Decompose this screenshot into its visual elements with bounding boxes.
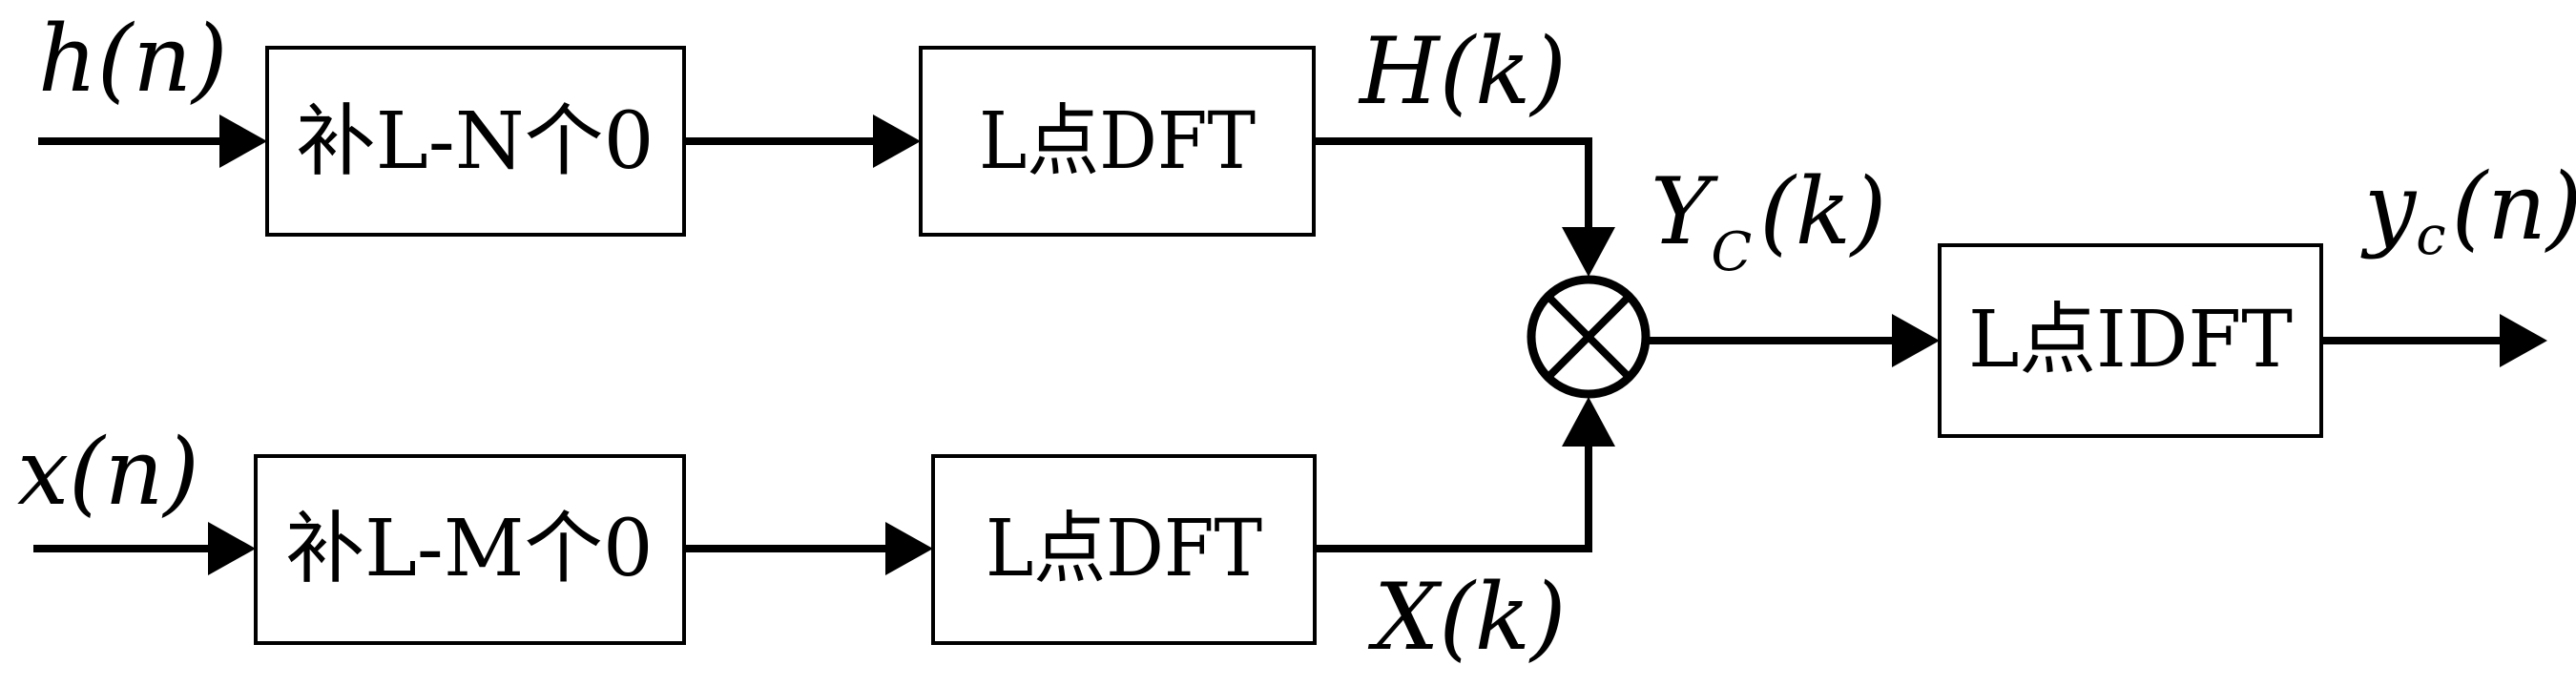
block-dft-x-label: L点DFT [986,504,1262,594]
block-idft-label: L点IDFT [1968,295,2293,385]
arrow-h-input [219,114,267,168]
label-yc-arg: (n) [2452,154,2576,260]
arrow-x-input [208,522,256,575]
arrow-pad-x-to-dft [885,522,933,575]
label-Yc-sub: C [1711,221,1752,283]
arrow-multiplier-to-idft [1892,314,1940,367]
label-Yc-k: YC(k) [1651,158,1886,283]
block-dft-h-label: L点DFT [979,96,1256,187]
label-X-k: X(k) [1367,564,1566,671]
block-dft-h [919,46,1316,237]
label-Yc-base: Y [1651,158,1719,265]
label-yc-base: y [2360,154,2418,260]
block-pad-x-label: 补L-M个0 [286,504,654,594]
multiply-circle-icon [1527,275,1651,399]
block-dft-x [931,454,1317,645]
arrow-H-to-multiplier [1562,227,1615,277]
arrow-X-to-multiplier [1562,397,1615,447]
arrow-output [2500,314,2547,367]
block-idft [1938,243,2323,438]
arrow-pad-h-to-dft [873,114,921,168]
label-Yc-arg: (k) [1759,158,1886,265]
label-H-k: H(k) [1358,18,1567,125]
label-x-n: x(n) [17,419,199,526]
label-h-n: h(n) [38,6,228,113]
label-yc-n: yc(n) [2360,154,2576,267]
block-pad-h-label: 补L-N个0 [297,96,654,187]
wire-X-to-multiplier [1315,447,1592,552]
block-pad-x [254,454,686,645]
wire-H-to-multiplier [1314,137,1592,227]
label-yc-sub: c [2416,205,2445,267]
